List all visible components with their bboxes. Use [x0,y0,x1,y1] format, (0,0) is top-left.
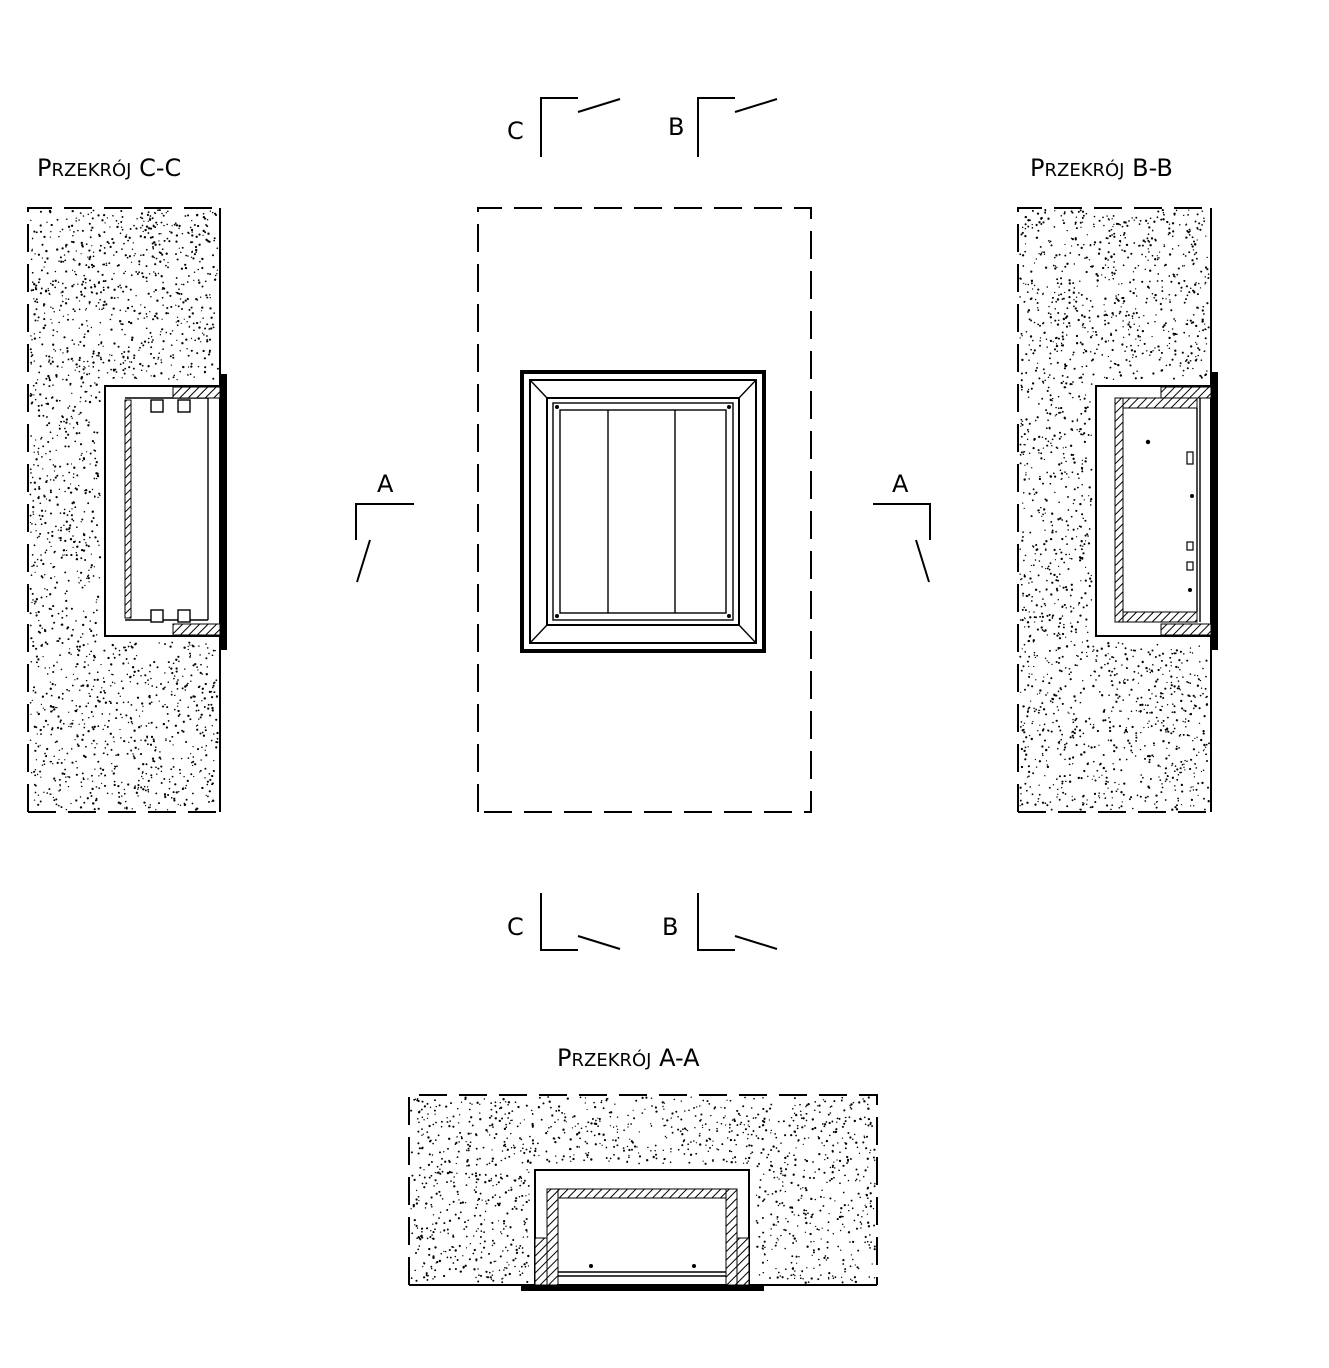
concrete-stipple [29,209,219,811]
section-cc-hatch-frame [104,374,227,650]
svg-text:B: B [662,913,678,941]
marker-b-top: B [668,97,778,157]
section-cc-title: PRZEKRÓJ C-C [37,154,181,182]
marker-c-bottom: C [507,893,621,951]
svg-text:C: C [507,913,524,941]
marker-c-top: C [507,97,621,157]
section-bb-hatch-frame [1095,372,1218,650]
section-bb: PRZEKRÓJ B-B [1017,154,1218,813]
marker-a-left: A [355,470,414,583]
section-aa-hatch-frame [521,1169,764,1291]
section-aa: PRZEKRÓJ A-A [408,1044,878,1291]
section-bb-title: PRZEKRÓJ B-B [1030,154,1173,182]
marker-b-bottom: B [662,893,778,951]
concrete-stipple [410,1096,876,1284]
concrete-stipple [1019,208,1210,811]
svg-text:A: A [377,470,394,498]
svg-text:C: C [507,117,524,145]
front-view: C B C B A A [355,97,931,951]
wall-outline-dashed [477,207,812,813]
marker-a-right: A [873,470,931,583]
svg-text:A: A [892,470,909,498]
section-cc: PRZEKRÓJ C-C [27,154,227,813]
section-aa-title: PRZEKRÓJ A-A [557,1044,700,1072]
door-frame [520,370,766,653]
svg-text:B: B [668,113,684,141]
